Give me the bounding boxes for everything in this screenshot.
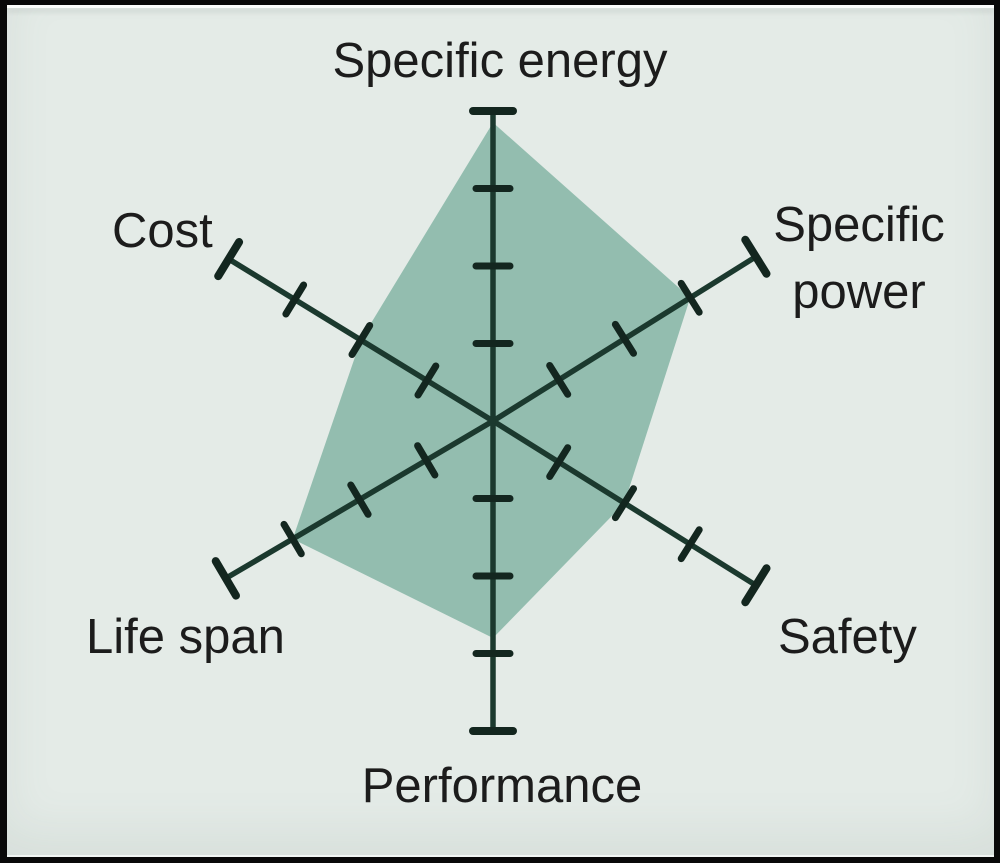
axis-label-safety: Safety <box>778 610 917 664</box>
axis-label-specific-power: Specific power <box>773 198 945 319</box>
axis-tick-safety-3 <box>677 526 703 563</box>
axis-tick-specific-power-3 <box>677 279 703 316</box>
axis-tick-specific-power-1 <box>546 362 572 398</box>
axis-tick-cost-4 <box>214 238 244 281</box>
axis-tick-cost-1 <box>414 362 440 399</box>
axis-label-cost: Cost <box>112 204 213 258</box>
axis-tick-safety-4 <box>741 564 771 607</box>
axis-tick-specific-power-2 <box>611 320 637 357</box>
axis-tick-life-span-3 <box>280 520 305 558</box>
axis-tick-safety-1 <box>546 444 572 480</box>
axis-tick-cost-3 <box>282 281 308 318</box>
axis-tick-life-span-1 <box>414 442 439 479</box>
axis-label-specific-energy: Specific energy <box>332 34 668 88</box>
axis-tick-safety-2 <box>611 485 637 522</box>
axis-label-life-span: Life span <box>86 610 285 664</box>
axis-tick-specific-power-4 <box>741 235 771 278</box>
axis-tick-life-span-2 <box>347 481 372 518</box>
axis-tick-life-span-4 <box>211 557 240 600</box>
axis-tick-cost-2 <box>348 322 374 358</box>
axis-label-performance: Performance <box>361 759 643 813</box>
